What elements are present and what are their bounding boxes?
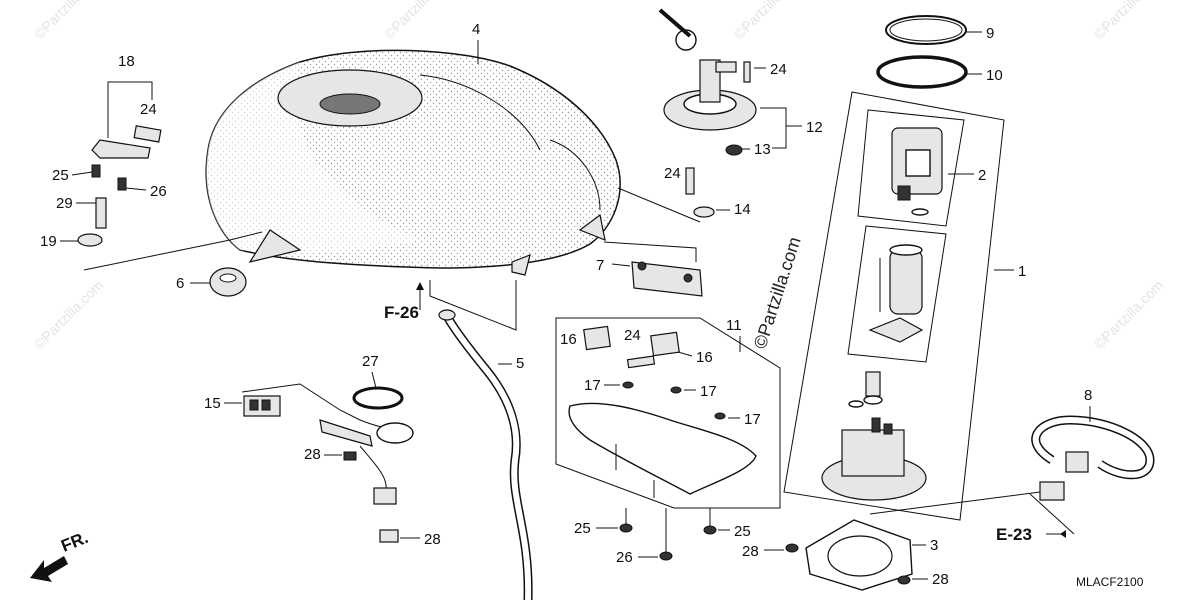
- connector-clip: [379, 529, 399, 543]
- callout-25: 26: [150, 183, 167, 200]
- callout-24: 25: [574, 520, 591, 537]
- watermark: ©Partzilla.com: [381, 0, 456, 42]
- callout-28: 28: [304, 446, 321, 463]
- fuel-level-sensor: [241, 383, 414, 505]
- reference-e-23: E-23: [996, 525, 1032, 544]
- callout-2: 2: [978, 167, 986, 184]
- screw: [743, 61, 751, 83]
- callout-23: 24: [770, 61, 787, 78]
- fuel-filler-cap: [658, 8, 757, 131]
- watermark: ©Partzilla.com: [1091, 0, 1166, 42]
- fuel-pump-base: [821, 417, 927, 501]
- callout-14: 14: [734, 201, 751, 218]
- callout-11: 11: [726, 317, 742, 334]
- diagram-code: MLACF2100: [1076, 575, 1144, 589]
- callout-3: 3: [930, 537, 938, 554]
- fuel-pump-group-outline: [783, 91, 1005, 521]
- callout-17: 17: [700, 383, 717, 400]
- front-label: FR.: [58, 528, 91, 556]
- callout-13: 13: [754, 141, 771, 158]
- o-ring: [352, 386, 404, 410]
- callout-16: 16: [560, 331, 577, 348]
- callout-5: 5: [516, 355, 524, 372]
- callout-19: 19: [40, 233, 57, 250]
- pressure-regulator: [848, 371, 883, 408]
- pump-setting-plate: [805, 519, 913, 591]
- collar: [693, 206, 715, 218]
- callout-8: 8: [1084, 387, 1092, 404]
- callout-15: 15: [204, 395, 221, 412]
- watermark: ©Partzilla.com: [31, 0, 106, 42]
- watermark: ©Partzilla.com: [731, 0, 806, 42]
- gasket-ring: [885, 15, 967, 45]
- callout-22: 24: [664, 165, 681, 182]
- front-direction-indicator: FR.: [30, 528, 91, 582]
- setting-plate-ring: [876, 55, 968, 89]
- fuel-filter: [891, 127, 943, 216]
- callout-26: 27: [362, 353, 379, 370]
- watermark-center: ©Partzilla.com: [750, 234, 805, 351]
- nut: [785, 543, 799, 553]
- callout-24: 25: [734, 523, 751, 540]
- callout-28: 28: [932, 571, 949, 588]
- nut: [897, 575, 911, 585]
- callout-10: 10: [986, 67, 1003, 84]
- callout-1: 1: [1018, 263, 1026, 280]
- callout-17: 17: [584, 377, 601, 394]
- callout-29: 29: [56, 195, 73, 212]
- callout-6: 6: [176, 275, 184, 292]
- callout-21: 24: [140, 101, 157, 118]
- heat-guard-plate: [568, 402, 757, 495]
- callout-12: 12: [806, 119, 823, 136]
- nut: [725, 144, 743, 156]
- tank-grommet: [209, 267, 247, 297]
- watermark: ©Partzilla.com: [31, 277, 106, 352]
- callout-7: 7: [596, 257, 604, 274]
- top-bracket-assembly: [77, 125, 162, 247]
- callout-24: 26: [616, 549, 633, 566]
- callout-9: 9: [986, 25, 994, 42]
- callout-27: 28: [424, 531, 441, 548]
- watermark: ©Partzilla.com: [1091, 277, 1166, 352]
- callout-4: 4: [472, 21, 480, 38]
- callout-20: 24: [624, 327, 641, 344]
- fuel-pump: [868, 244, 924, 343]
- fuel-tank: [205, 49, 621, 276]
- damper-pad: [583, 325, 611, 351]
- tank-bracket: [631, 261, 703, 297]
- damper-pad: [650, 331, 680, 357]
- callout-18: 18: [118, 53, 135, 70]
- callout-28: 28: [742, 543, 759, 560]
- heat-guard-group-outline: [555, 317, 781, 509]
- callout-25: 25: [52, 167, 69, 184]
- fuel-pump-harness: [1031, 415, 1155, 501]
- breather-hose: [438, 309, 533, 600]
- callout-17: 17: [744, 411, 761, 428]
- bolt: [685, 167, 695, 195]
- clip: [343, 451, 357, 461]
- callout-16: 16: [696, 349, 713, 366]
- reference-f-26: F-26: [384, 303, 419, 322]
- spacer-strip: [626, 355, 656, 369]
